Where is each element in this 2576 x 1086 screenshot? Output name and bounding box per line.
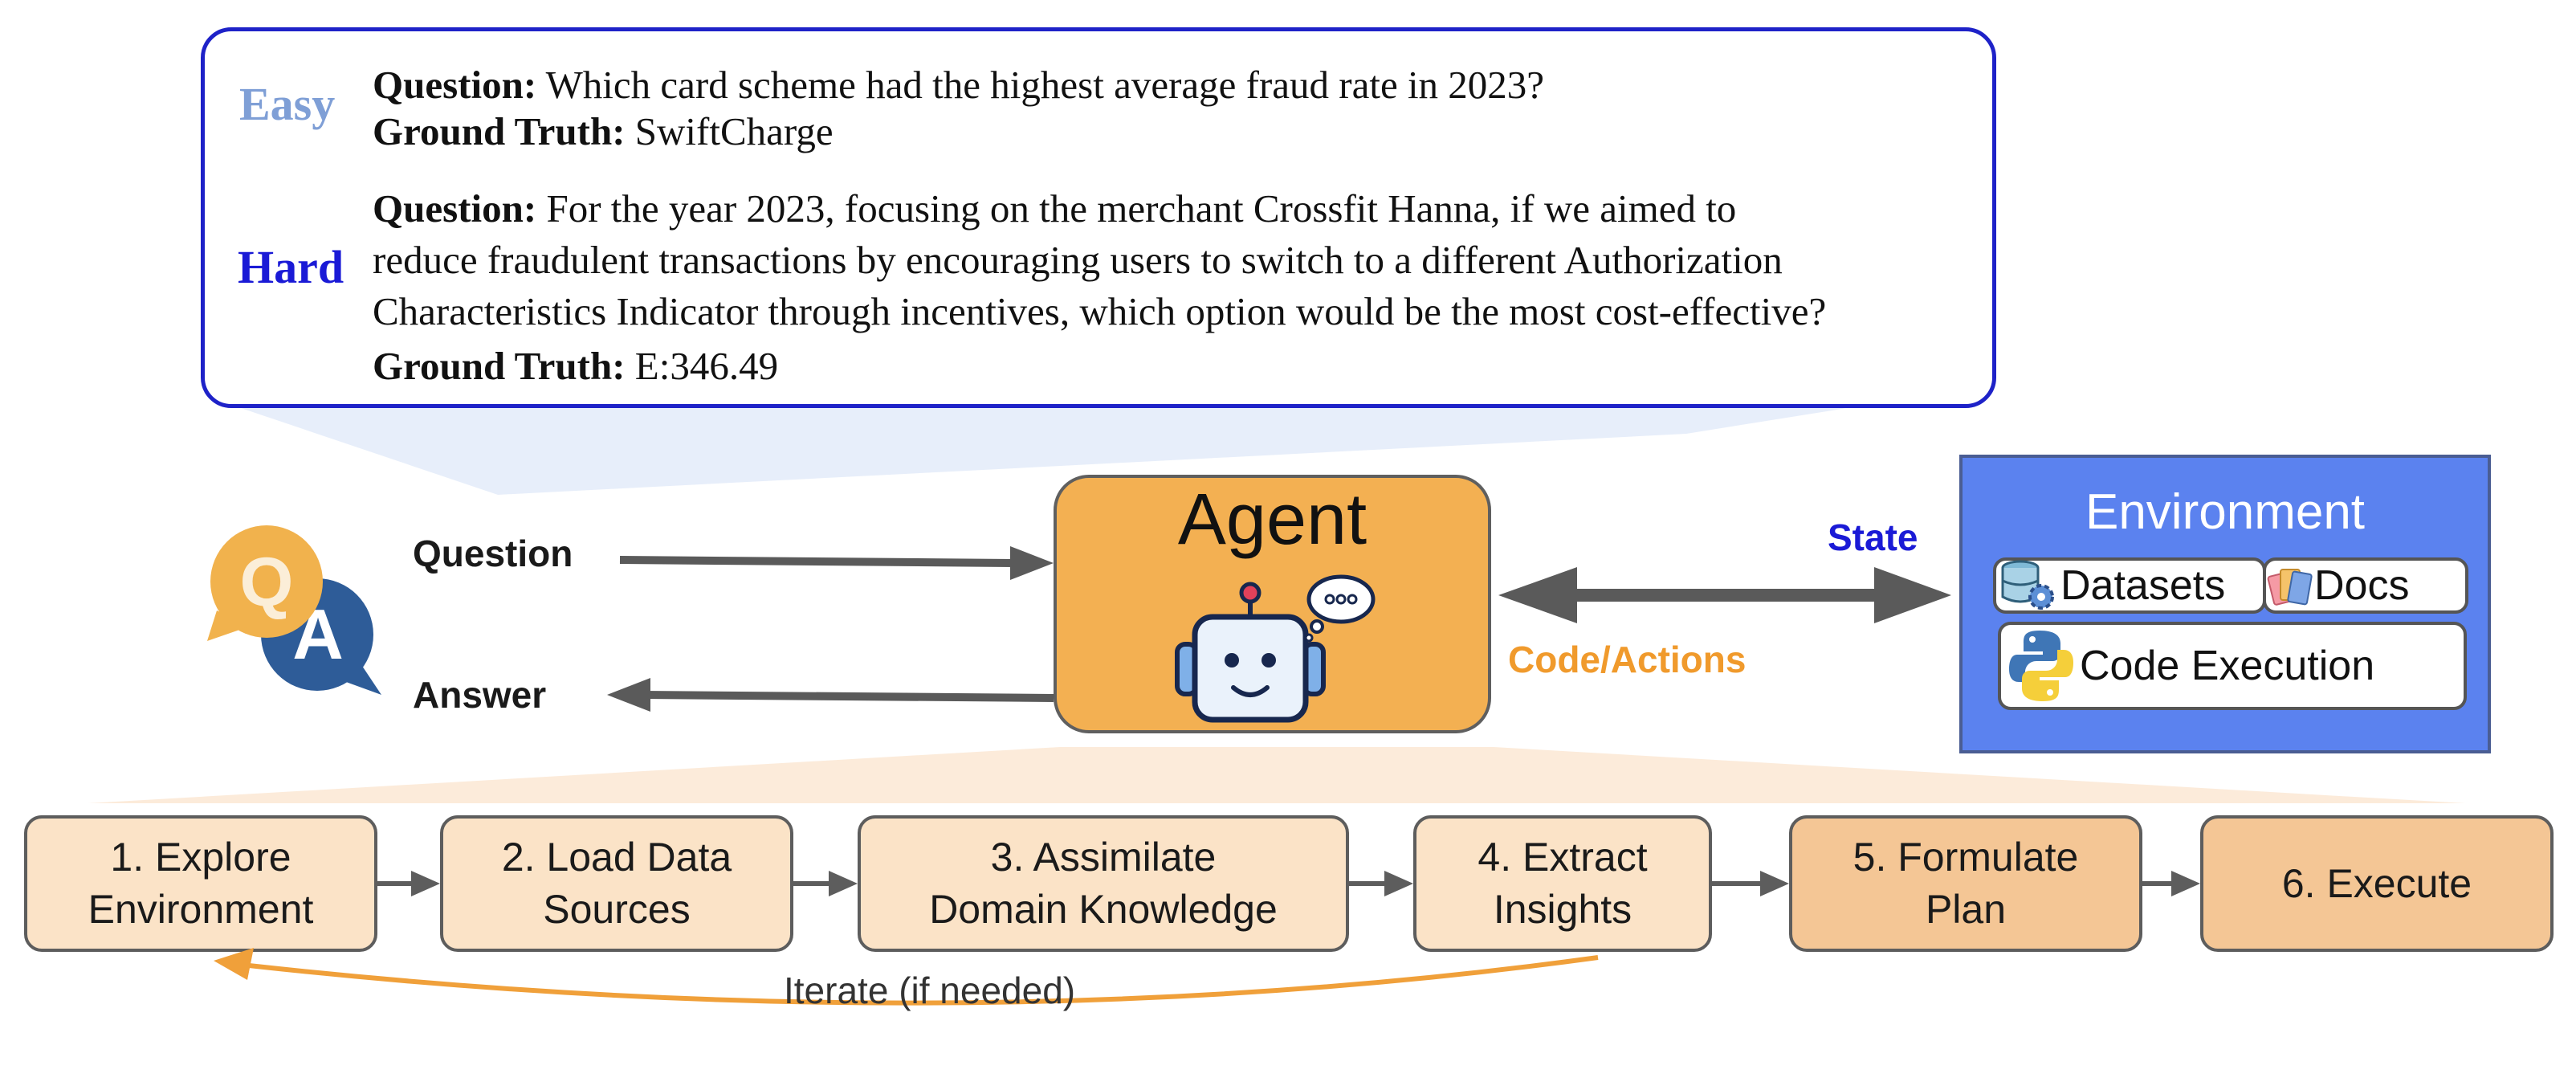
step-5-line-2: Plan [1925,887,2007,932]
step-1-line-2: Environment [88,887,314,932]
iterate-label: Iterate (if needed) [784,970,1076,1011]
datasets-chip: Datasets [1993,557,2266,614]
step-2-line-1: 2. Load Data [501,835,732,880]
hard-question-line-2: reduce fraudulent transactions by encour… [373,238,1783,282]
environment-title: Environment [2085,484,2366,540]
documents-icon [2267,569,2313,606]
step-1-line-1: 1. Explore [110,835,291,880]
easy-truth-value: SwiftCharge [634,109,834,153]
code-execution-chip: Code Execution [1998,622,2467,710]
hard-ground-truth: Ground Truth: E:346.49 [373,341,778,392]
state-arrow-right-head [1874,567,1951,623]
svg-text:Q: Q [240,544,294,621]
hard-question-line-3: Characteristics Indicator through incent… [373,289,1827,333]
question-label: Question [413,533,573,574]
robot-icon [1175,574,1376,723]
example-questions-panel [201,27,1996,408]
step-4-line-2: Insights [1493,887,1632,932]
answer-label: Answer [413,674,547,716]
step-2-line-2: Sources [543,887,691,932]
easy-truth-label: Ground Truth: [373,109,626,153]
hard-truth-value: E:346.49 [634,344,779,388]
easy-question-label: Question: [373,63,537,107]
state-label: State [1828,516,1918,558]
step-3-line-2: Domain Knowledge [929,887,1278,932]
agent-steps-funnel [88,747,2465,803]
python-icon [2009,631,2073,701]
easy-level-label: Easy [239,78,336,130]
answer-arrow-shaft [642,691,1054,702]
step-6-execute: 6. Execute [2200,815,2554,952]
agent-title: Agent [1177,480,1367,560]
step-4-line-1: 4. Extract [1478,835,1648,880]
docs-label: Docs [2314,562,2410,609]
database-gear-icon [2001,560,2054,610]
qa-bubbles-icon: A Q [207,525,381,695]
question-arrow-head [1010,546,1054,580]
code-execution-label: Code Execution [2080,643,2375,689]
code-actions-label: Code/Actions [1508,639,1747,680]
step-6-line-1: 6. Execute [2281,860,2472,906]
step-5-line-1: 5. Formulate [1853,835,2079,880]
docs-chip: Docs [2263,557,2468,614]
question-arrow-shaft [619,556,1014,567]
easy-question: Question: Which card scheme had the high… [373,59,1544,111]
iterate-loop-arrow [248,955,1599,1006]
hard-level-label: Hard [238,241,344,293]
hard-question-label: Question: [373,186,537,231]
easy-question-text: Which card scheme had the highest averag… [545,63,1545,107]
hard-truth-label: Ground Truth: [373,344,626,388]
datasets-label: Datasets [2060,562,2226,609]
step-3-line-1: 3. Assimilate [990,835,1217,880]
question-panel-funnel [241,408,1847,495]
hard-question: Question: For the year 2023, focusing on… [373,183,1826,337]
answer-arrow-head [607,678,650,712]
easy-ground-truth: Ground Truth: SwiftCharge [373,106,834,157]
iterate-loop-arrow-head [214,948,254,980]
state-arrow-left-head [1498,567,1577,623]
hard-question-line-1: Question: For the year 2023, focusing on… [373,186,1737,231]
